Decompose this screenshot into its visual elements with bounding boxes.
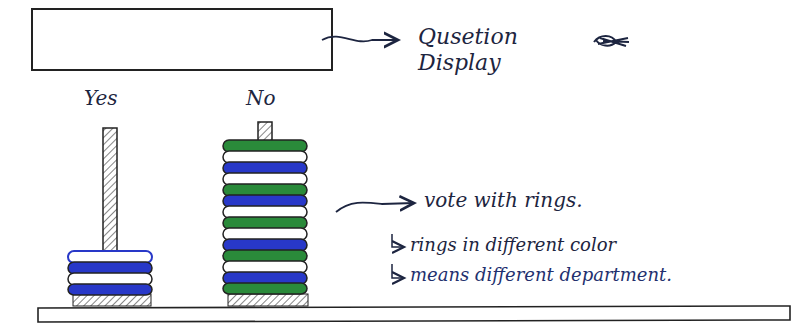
leader-arrow xyxy=(336,202,414,212)
leader-arrow xyxy=(322,37,398,42)
option-label: Yes xyxy=(84,86,144,110)
sub-bullet-arrow xyxy=(392,264,404,278)
option-label: No xyxy=(246,86,306,110)
question-display-box xyxy=(32,9,332,70)
yes-stand xyxy=(73,294,151,306)
sub-bullet-arrow xyxy=(392,234,404,247)
note-text: means different department. xyxy=(410,264,790,286)
note-text: vote with rings. xyxy=(424,188,724,212)
note-text: rings in different color xyxy=(410,234,770,256)
yes-peg xyxy=(103,128,117,254)
yes-rings xyxy=(68,251,152,295)
base-board xyxy=(38,306,790,322)
callout-text: Qusetion Display xyxy=(418,24,548,77)
no-peg xyxy=(258,122,272,142)
crossed-out-scribble xyxy=(594,36,629,46)
no-rings xyxy=(223,140,307,294)
no-stand xyxy=(228,294,308,306)
